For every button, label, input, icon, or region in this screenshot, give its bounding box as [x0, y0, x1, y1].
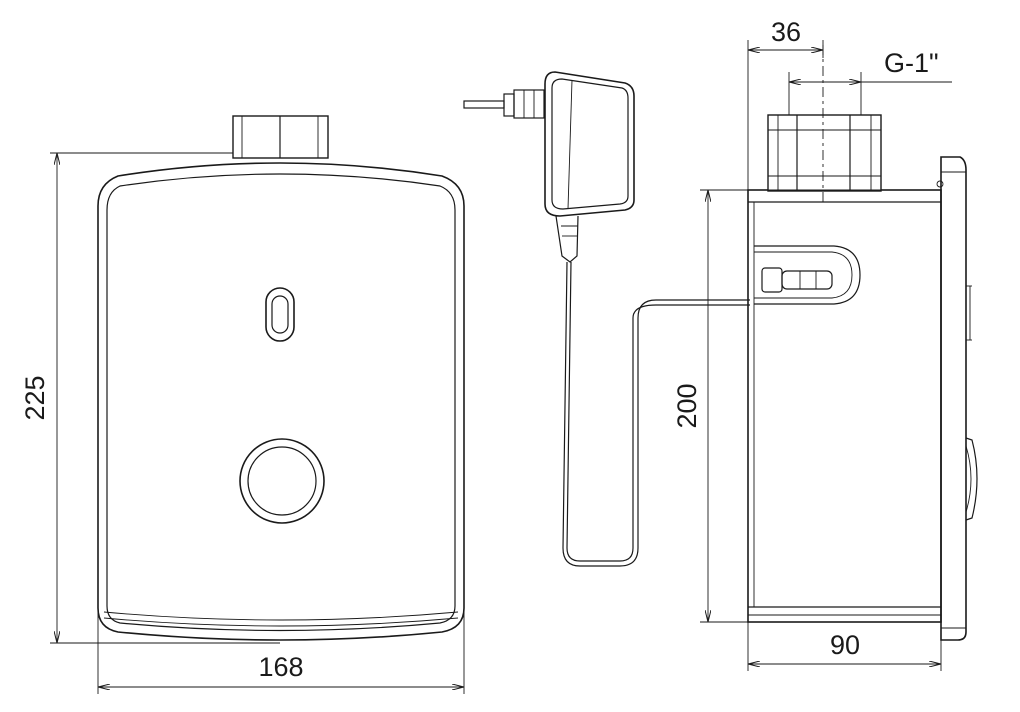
dimension-connector-width: 36 [747, 17, 824, 190]
adapter-cable [562, 261, 750, 567]
front-view: 225 168 [20, 115, 465, 694]
front-housing-outer [97, 162, 465, 641]
side-cable-gland [754, 245, 861, 305]
dimension-width-front: 168 [97, 612, 465, 694]
dimension-thread: G-1" [788, 48, 952, 115]
side-hex-connector [767, 45, 882, 205]
sensor-window [265, 287, 295, 342]
dimension-label-168: 168 [258, 652, 303, 682]
side-mounting-plate [940, 156, 967, 641]
dimension-label-225: 225 [20, 375, 50, 420]
dimension-depth-side: 90 [747, 622, 942, 671]
dimension-label-36: 36 [771, 17, 801, 47]
front-pipe-nut [232, 115, 329, 159]
front-housing-inner [106, 173, 456, 632]
power-adapter [463, 71, 750, 567]
dimension-height-front: 225 [20, 152, 280, 644]
side-box-body [747, 189, 942, 623]
side-push-button [965, 437, 978, 521]
dimension-label-90: 90 [830, 630, 860, 660]
side-view: 200 90 36 G-1" [672, 17, 978, 671]
dimension-label-200: 200 [672, 383, 702, 428]
thread-label: G-1" [884, 48, 939, 78]
push-button [239, 438, 325, 524]
dimension-height-side: 200 [672, 189, 938, 623]
